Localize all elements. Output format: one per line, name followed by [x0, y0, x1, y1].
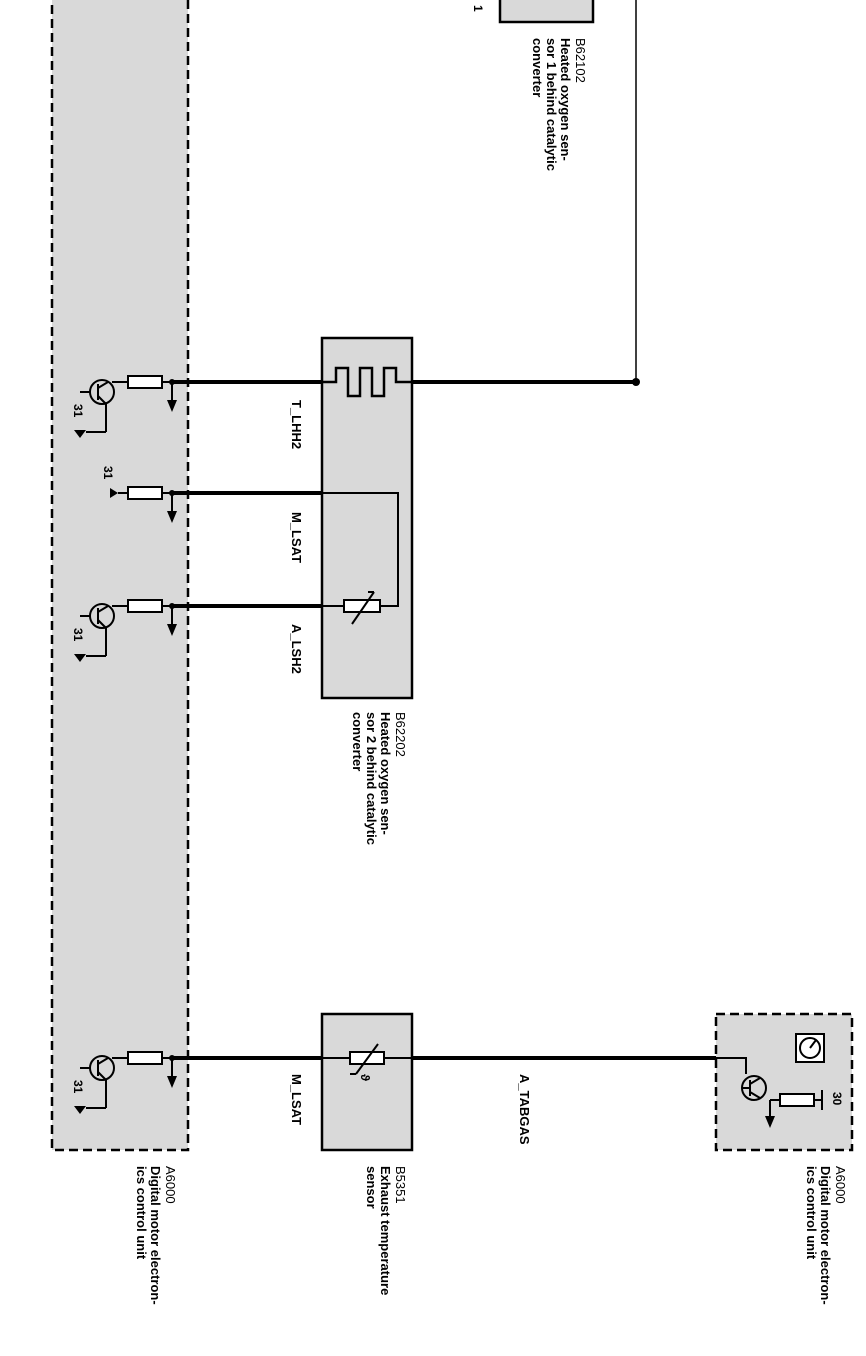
dme-gnd-4-label: 31	[71, 1080, 85, 1094]
dme-transistor-4-icon	[80, 1055, 115, 1109]
ground-arrow-icon	[765, 1100, 775, 1128]
dme-ground-3-icon	[74, 654, 86, 662]
dme-gnd-1-label: 31	[71, 404, 85, 418]
oxygen-sensor-2-desc-1: Heated oxygen sen-	[378, 712, 393, 835]
indicator-icon	[795, 1033, 825, 1063]
dme-resistor-4-icon	[127, 1051, 163, 1065]
signal-a-lsh2: A_LSH2	[289, 624, 304, 674]
dme-left-desc-1: Digital motor electron-	[148, 1166, 163, 1305]
dme-right-wire	[716, 1057, 747, 1074]
dme-tap-arrow-4-icon	[167, 1076, 177, 1088]
exhaust-sensor-code: B5351	[393, 1166, 408, 1204]
dme-right-code: A6000	[833, 1166, 848, 1204]
dme-tap-arrow-1-icon	[167, 400, 177, 412]
dme-right-box	[714, 1012, 854, 1152]
dme-tap-arrow-2-icon	[167, 511, 177, 523]
dme-circuit-m-lsat-2: 31	[71, 1051, 177, 1114]
oxygen-sensor-2-code: B62202	[393, 712, 408, 757]
oxygen-sensor-2-desc-2: sor 2 behind catalytic	[364, 712, 379, 845]
dme-right-desc-1: Digital motor electron-	[818, 1166, 833, 1305]
dme-resistor-1-icon	[127, 375, 163, 389]
top-sensor-desc-3: converter	[530, 38, 545, 97]
dme-circuit-m-lsat-1: 31	[101, 466, 177, 523]
dme-right-unit: 30 A6000 Digital motor electron- ics con…	[714, 1012, 854, 1305]
signal-a-tabgas: A_TABGAS	[517, 1074, 532, 1145]
dme-circuit-t-lhh2: 31	[71, 375, 177, 438]
dme-transistor-1-icon	[80, 379, 115, 433]
dme-tap-arrow-3-icon	[167, 624, 177, 636]
theta-symbol: ϑ	[358, 1074, 372, 1081]
ntc-resistor-icon	[349, 1043, 385, 1075]
variable-resistor-icon	[343, 591, 381, 625]
signal-m-lsat-2: M_LSAT	[289, 1074, 304, 1125]
exhaust-temp-sensor-box	[320, 1012, 414, 1152]
dme-gnd-3-label: 31	[71, 628, 85, 642]
dme-circuit-a-lsh2: 31	[71, 599, 177, 662]
heater-element-icon	[322, 366, 412, 398]
oxygen-sensor-2-desc-3: converter	[350, 712, 365, 771]
dme-right-desc-2: ics control unit	[804, 1166, 819, 1260]
exhaust-sensor-desc-1: Exhaust temperature	[378, 1166, 393, 1295]
dme-ground-2-icon	[110, 488, 118, 498]
exhaust-sensor-desc-2: sensor	[364, 1166, 379, 1209]
exhaust-temp-sensor-b5351: ϑ B5351 Exhaust temperature sensor	[320, 1012, 414, 1295]
signal-m-lsat-1: M_LSAT	[289, 512, 304, 563]
transistor-icon	[741, 1075, 767, 1101]
dme-gnd-2-label: 31	[101, 466, 115, 480]
top-sensor-box	[498, 0, 595, 24]
dme-left-desc-2: ics control unit	[134, 1166, 149, 1260]
oxygen-sensor-2-b62202: B62202 Heated oxygen sen- sor 2 behind c…	[320, 336, 414, 845]
top-sensor-cut-label: 1	[471, 5, 485, 12]
pin-30-label: 30	[830, 1092, 844, 1106]
signal-t-lhh2: T_LHH2	[289, 400, 304, 449]
top-sensor-b62102: 1 B62102 Heated oxygen sen- sor 1 behind…	[471, 0, 595, 171]
dme-left-box	[50, 0, 190, 1152]
pullup-resistor-icon	[779, 1093, 815, 1107]
dme-resistor-2-icon	[127, 486, 163, 500]
sensor-loop-wire	[322, 492, 399, 607]
dme-ground-4-icon	[74, 1106, 86, 1114]
dme-transistor-3-icon	[80, 603, 115, 657]
dme-left-code: A6000	[163, 1166, 178, 1204]
top-sensor-desc-2: sor 1 behind catalytic	[544, 38, 559, 171]
top-sensor-desc-1: Heated oxygen sen-	[558, 38, 573, 161]
top-sensor-code: B62102	[573, 38, 588, 83]
dme-resistor-3-icon	[127, 599, 163, 613]
dme-ground-1-icon	[74, 430, 86, 438]
